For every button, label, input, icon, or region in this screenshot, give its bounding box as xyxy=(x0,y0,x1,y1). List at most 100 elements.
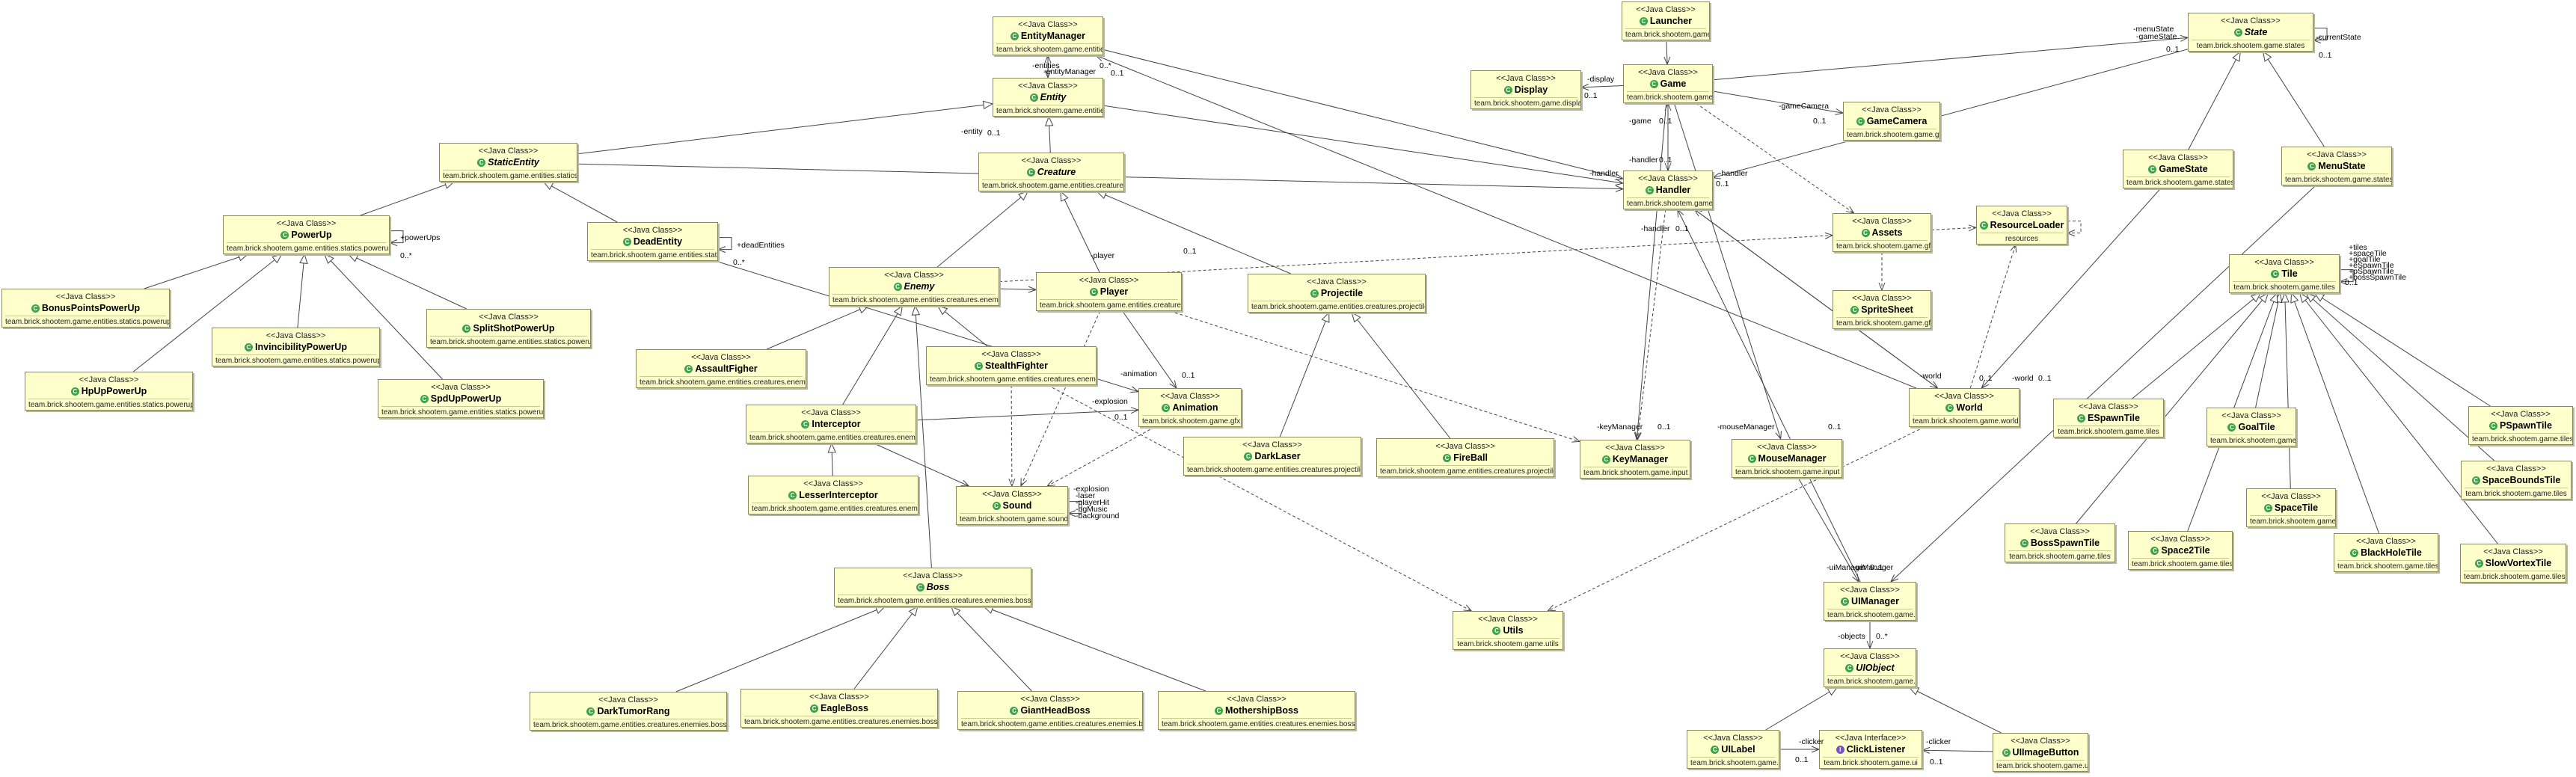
stereotype-label: <<Java Class>> xyxy=(478,147,539,156)
package-label: team.brick.shootem.game.states xyxy=(2126,176,2233,188)
generalization-line xyxy=(2300,293,2498,544)
edge-label: 0..* xyxy=(1100,61,1111,70)
generalization-line xyxy=(2285,293,2291,489)
package-label: team.brick.shootem.game.entities.creatur… xyxy=(752,503,918,514)
package-label: team.brick.shootem.game.entities.creatur… xyxy=(533,719,726,730)
class-icon: C xyxy=(280,230,289,239)
class-icon: C xyxy=(2350,548,2359,557)
stereotype-label: <<Java Class>> xyxy=(1852,217,1912,226)
edge-label: +powerUps xyxy=(400,233,441,242)
stereotype-label: <<Java Class>> xyxy=(1992,209,2052,218)
class-icon: C xyxy=(477,158,486,167)
stereotype-label: <<Java Class>> xyxy=(598,695,658,704)
generalization-line xyxy=(1061,191,1100,273)
edge-label: -animation xyxy=(1120,369,1158,378)
class-name: KeyManager xyxy=(1612,454,1669,464)
generalization-line xyxy=(297,254,304,328)
stereotype-label: <<Java Class>> xyxy=(1020,695,1080,704)
package-label: team.brick.shootem.game.tiles xyxy=(2057,426,2160,437)
class-name: Tile xyxy=(2281,268,2298,279)
stereotype-label: <<Java Class>> xyxy=(2483,547,2543,556)
package-label: team.brick.shootem.game.gfx xyxy=(1836,240,1931,251)
stereotype-label: <<Java Class>> xyxy=(2079,402,2138,411)
dependency-line xyxy=(1548,426,1925,611)
class-name: StaticEntity xyxy=(488,157,539,168)
class-icon: C xyxy=(974,361,983,370)
dependency-line xyxy=(1696,102,1853,213)
generalization-line xyxy=(2188,52,2240,150)
package-label: team.brick.shootem.game.states xyxy=(2192,40,2310,51)
stereotype-label: <<Java Class>> xyxy=(1021,156,1082,165)
package-label: team.brick.shootem.game.entities.creatur… xyxy=(930,373,1096,384)
class-name: SpaceBoundsTile xyxy=(2482,475,2561,485)
stereotype-label: <<Java Class>> xyxy=(1478,615,1538,624)
class-name: Launcher xyxy=(1649,16,1693,26)
association-line xyxy=(1678,209,1861,583)
edge-label: 0..1 xyxy=(1182,371,1195,380)
association-line xyxy=(1673,102,1780,439)
